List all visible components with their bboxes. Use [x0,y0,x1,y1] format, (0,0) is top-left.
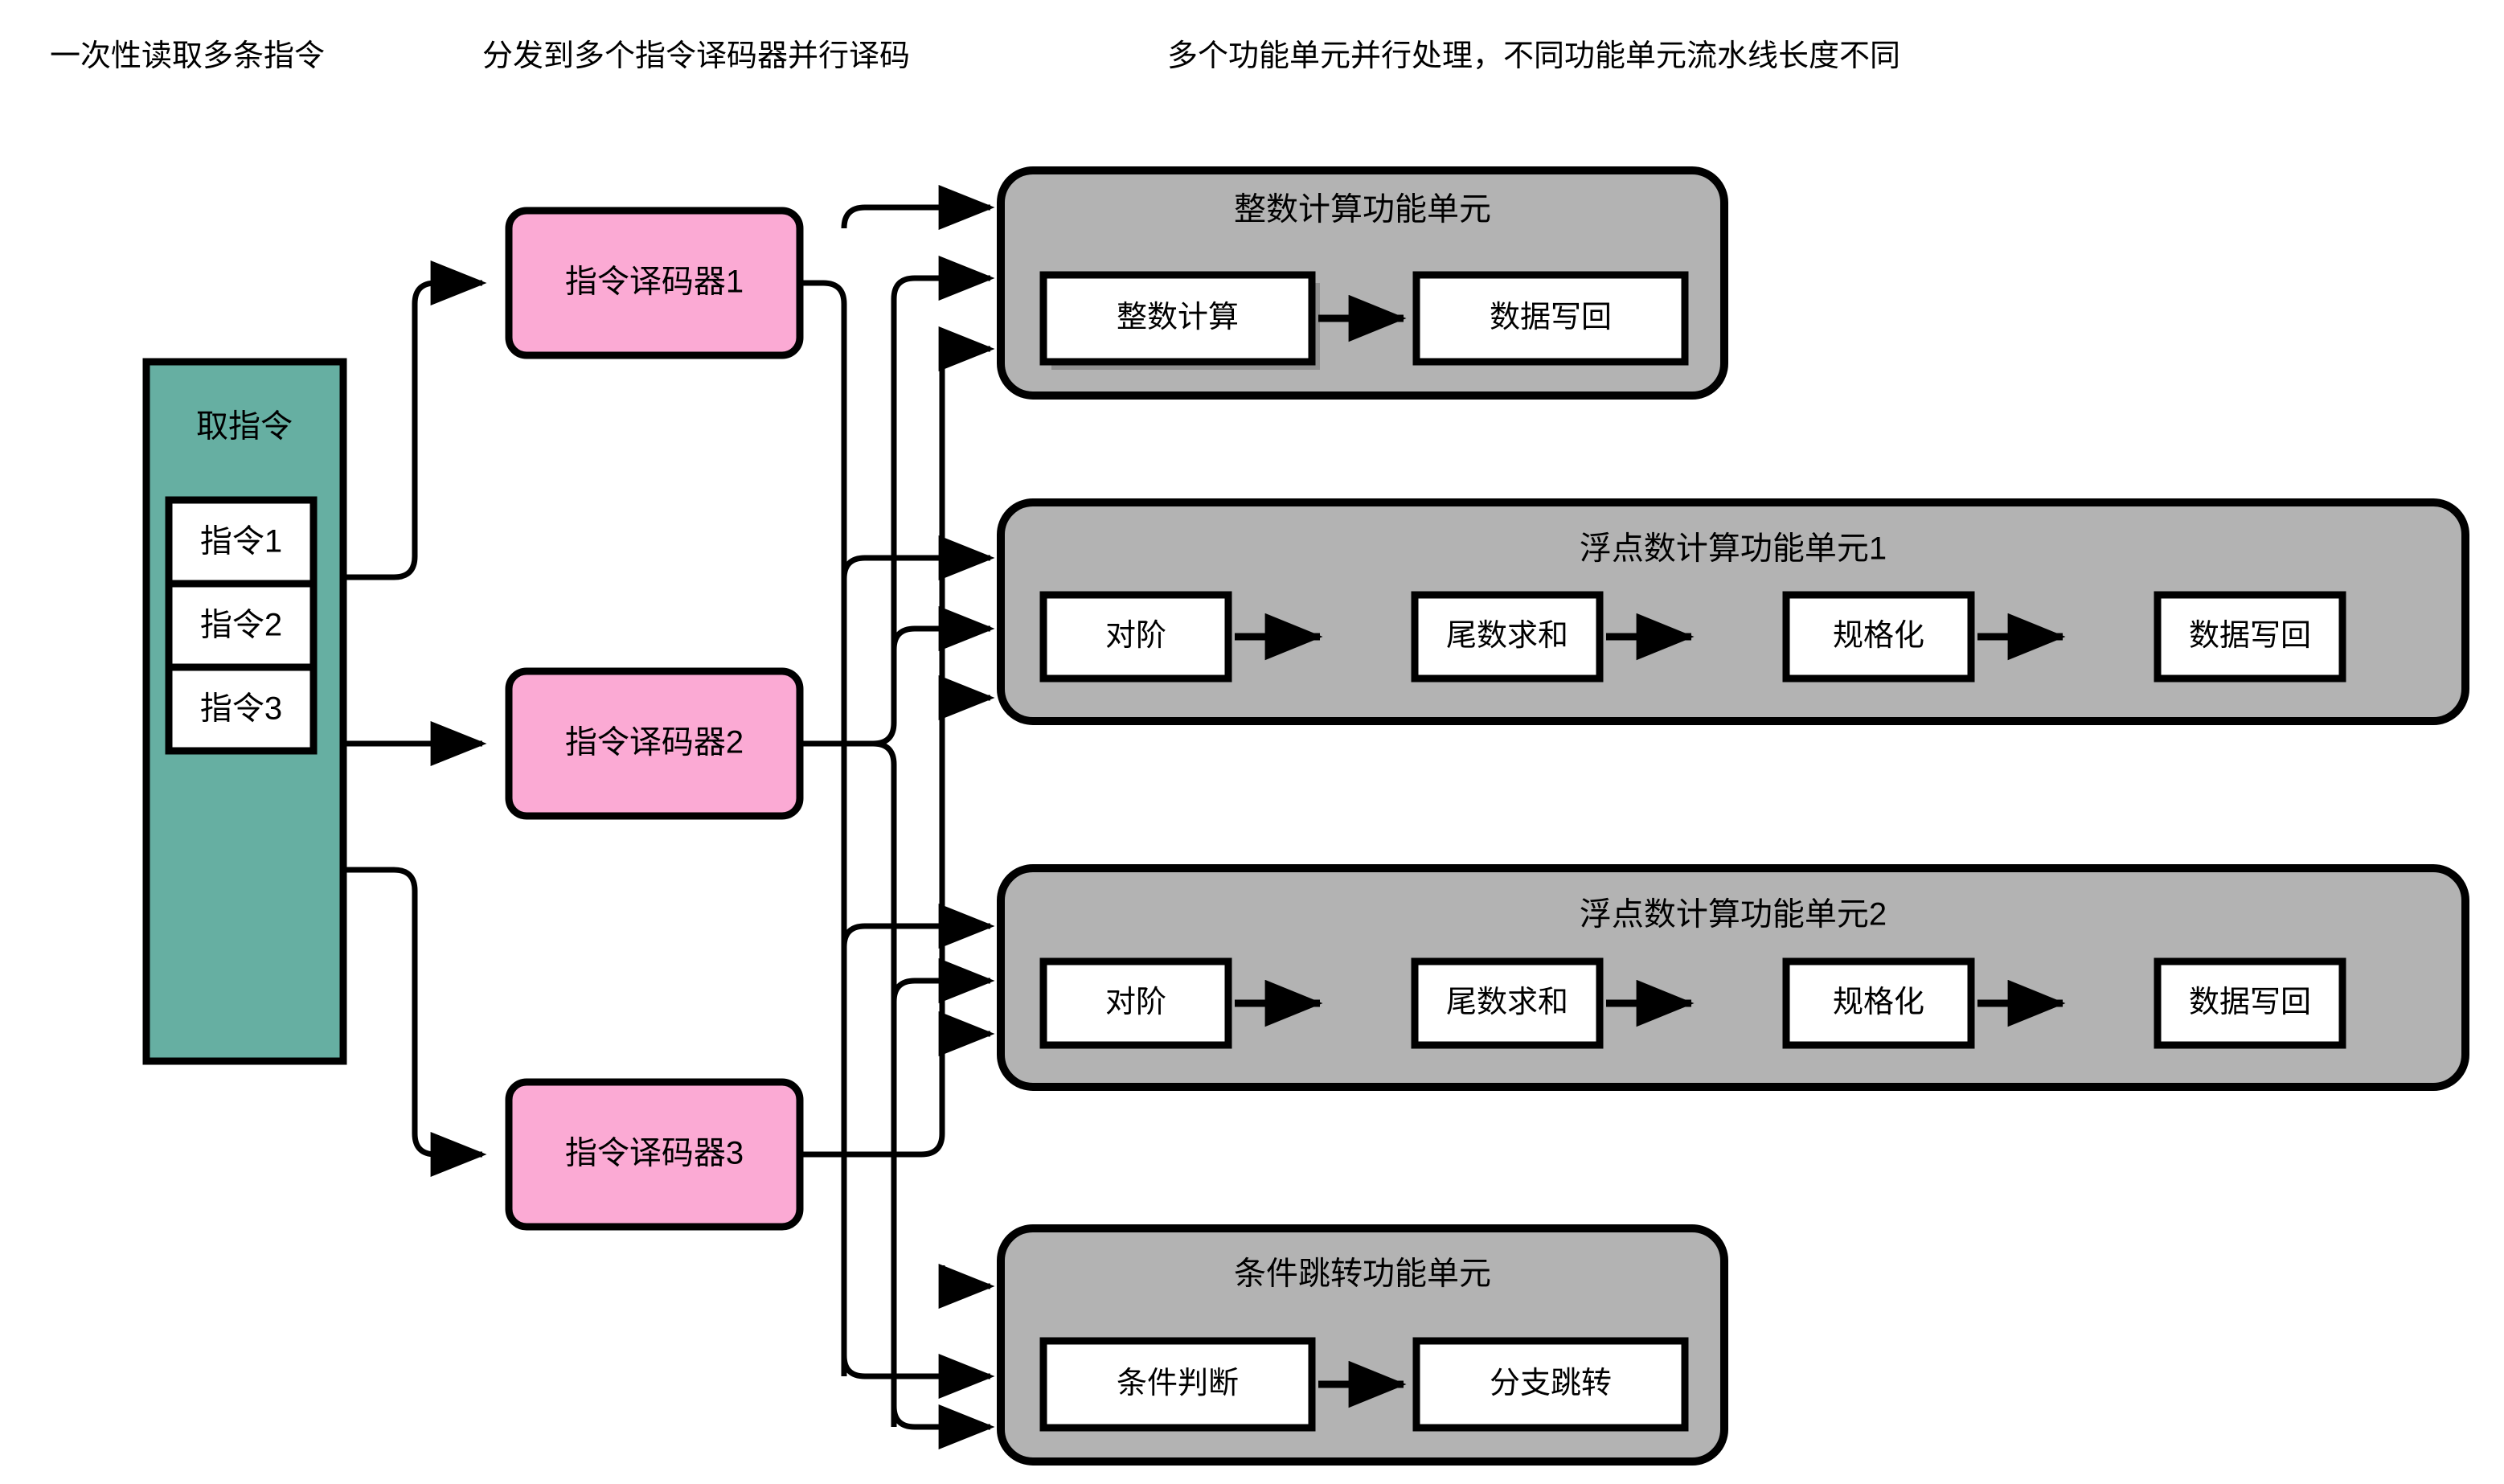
float-2-stage-2[interactable] [1411,957,1604,1049]
fetch-to-decoder-connectors [320,260,487,1177]
fetch-unit-title: 取指令 [196,409,293,445]
functional-unit-float-1-title: 浮点数计算功能单元1 [1580,531,1887,567]
float-2-stage-2-label: 尾数求和 [1446,986,1568,1019]
decoder-2[interactable]: 指令译码器2 [505,667,804,820]
integer-stage-2-label: 数据写回 [1490,301,1612,334]
float-2-stage-3-label: 规格化 [1833,986,1924,1019]
decoder-to-unit-connectors [800,185,995,1449]
functional-unit-float-1[interactable]: 浮点数计算功能单元1 对阶 尾数求和 规格化 数据写回 [997,498,2469,725]
connector-decoder2-to-float-unit-1 [891,606,995,651]
decoder-3[interactable]: 指令译码器3 [505,1078,804,1231]
instruction-label-1: 指令1 [200,524,282,560]
float-1-stage-4[interactable] [2154,591,2346,683]
caption-row: 一次性读取多条指令 分发到多个指令译码器并行译码 多个功能单元并行处理，不同功能… [50,39,1900,73]
float-2-stage-4[interactable] [2154,957,2346,1049]
connector-decoder2-to-integer-unit [891,256,995,301]
integer-stage-2[interactable] [1412,271,1689,366]
decoder-2-body [505,667,804,820]
functional-unit-float-2[interactable]: 浮点数计算功能单元2 对阶 尾数求和 规格化 数据写回 [997,864,2469,1091]
decoder-3-body [505,1078,804,1231]
connector-decoder3-to-integer-unit [938,326,995,371]
connector-decoder2-to-branch-unit [891,1404,995,1449]
decoder-2-label: 指令译码器2 [565,725,744,760]
connector-instr3-to-decoder3 [320,867,487,1177]
float-1-stage-3[interactable] [1782,591,1975,683]
float-2-stage-1[interactable] [1039,957,1232,1049]
trunk-decoder2-lower [872,740,897,1427]
fetch-unit[interactable]: 取指令 指令1 指令2 指令3 [142,358,347,1065]
functional-unit-branch[interactable]: 条件跳转功能单元 条件判断 分支跳转 [997,1224,1728,1466]
instruction-cell-3[interactable] [165,663,318,755]
connector-instr1-to-decoder1 [320,260,487,580]
float-1-stage-2[interactable] [1411,591,1604,683]
functional-unit-branch-title: 条件跳转功能单元 [1234,1256,1491,1292]
instruction-label-2: 指令2 [200,608,282,643]
connector-decoder1-to-branch-unit [841,1354,995,1399]
caption-fetch: 一次性读取多条指令 [50,39,325,73]
integer-stage-1-label: 整数计算 [1117,301,1239,334]
branch-stage-1[interactable] [1039,1337,1316,1432]
float-1-stage-2-label: 尾数求和 [1446,619,1568,653]
connector-decoder3-to-float-unit-1 [938,675,995,720]
functional-unit-integer-title: 整数计算功能单元 [1234,192,1491,228]
trunk-decoder3 [800,370,945,1158]
float-1-stage-4-label: 数据写回 [2189,619,2311,653]
functional-unit-float-1-body [997,498,2469,725]
connector-decoder1-to-float-unit-1 [841,535,995,580]
trunk-decoder1 [800,280,847,1376]
float-1-stage-1[interactable] [1039,591,1232,683]
functional-unit-float-2-body [997,864,2469,1091]
decoder-3-label: 指令译码器3 [565,1136,744,1171]
decoder-1-label: 指令译码器1 [565,264,744,300]
instruction-cell-2[interactable] [165,580,318,671]
decoder-1-body [505,207,804,359]
connector-decoder3-to-branch-unit [938,1264,995,1309]
connector-decoder1-to-float-unit-2 [841,904,995,949]
functional-unit-integer[interactable]: 整数计算功能单元 整数计算 数据写回 [997,166,1728,400]
functional-unit-float-2-title: 浮点数计算功能单元2 [1580,897,1887,933]
branch-stage-2-label: 分支跳转 [1490,1367,1612,1400]
connector-decoder2-to-float-unit-2 [891,958,995,1003]
float-1-stage-3-label: 规格化 [1833,619,1924,653]
branch-stage-1-label: 条件判断 [1117,1367,1239,1400]
integer-stage-1[interactable] [1039,271,1316,366]
caption-units: 多个功能单元并行处理，不同功能单元流水线长度不同 [1167,39,1900,73]
caption-decode: 分发到多个指令译码器并行译码 [482,39,910,73]
float-2-stage-1-label: 对阶 [1105,986,1166,1019]
float-2-stage-3[interactable] [1782,957,1975,1049]
float-1-stage-1-label: 对阶 [1105,619,1166,653]
instruction-label-3: 指令3 [200,691,282,727]
branch-stage-2[interactable] [1412,1337,1689,1432]
connector-decoder1-to-integer-unit [841,185,995,230]
instruction-cell-1[interactable] [165,496,318,588]
decoder-group: 指令译码器1 指令译码器2 指令译码器3 [505,207,804,1231]
float-2-stage-4-label: 数据写回 [2189,986,2311,1019]
connector-decoder3-to-float-unit-2 [938,1011,995,1056]
decoder-1[interactable]: 指令译码器1 [505,207,804,359]
instruction-list: 指令1 指令2 指令3 [165,496,318,755]
